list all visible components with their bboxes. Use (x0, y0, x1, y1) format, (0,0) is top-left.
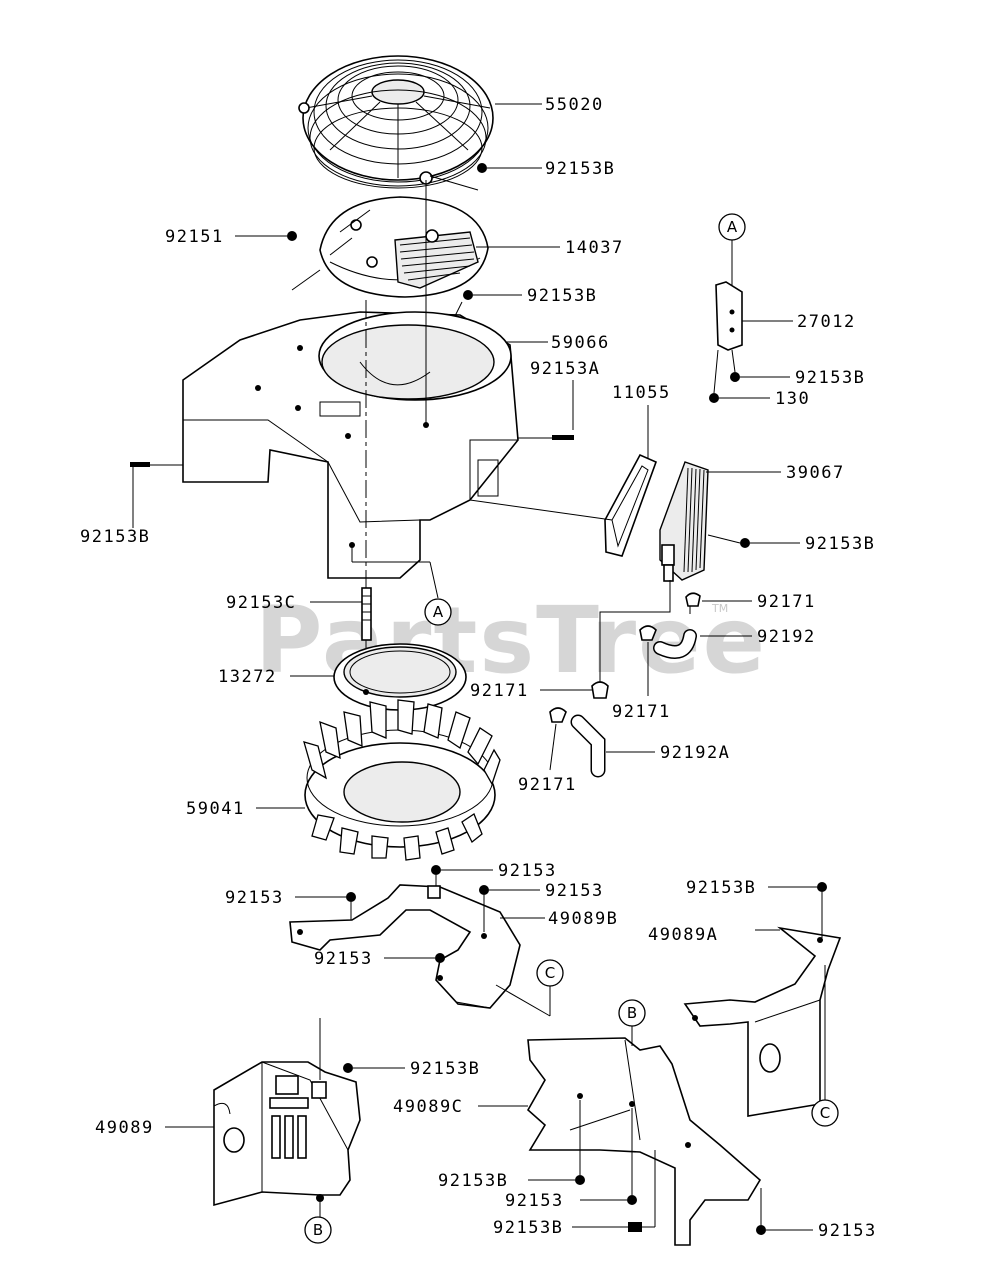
label-92153C: 92153C (226, 593, 296, 613)
label-92153B-p: 92153B (493, 1218, 563, 1238)
label-92153B-top: 92153B (545, 159, 615, 179)
hose-92192A (570, 714, 606, 778)
flywheel-fan-59041 (303, 699, 501, 861)
label-92192: 92192 (757, 627, 816, 647)
callout-c-49089A: C (811, 1099, 839, 1127)
label-92151: 92151 (165, 227, 224, 247)
hose-92192 (653, 629, 697, 659)
blower-housing-59066 (182, 311, 519, 579)
svg-text:A: A (433, 603, 444, 621)
callout-b-49089: B (304, 1216, 332, 1244)
oil-cooler-39067 (659, 461, 709, 582)
svg-text:B: B (313, 1221, 323, 1239)
label-11055: 11055 (612, 383, 671, 403)
svg-text:C: C (545, 964, 555, 982)
label-130: 130 (775, 389, 810, 409)
ring-13272 (333, 643, 467, 711)
label-59066: 59066 (551, 333, 610, 353)
svg-text:C: C (820, 1104, 830, 1122)
label-92171-c: 92171 (612, 702, 671, 722)
label-92153B-o: 92153B (438, 1171, 508, 1191)
clamp-92171-b (591, 681, 609, 699)
bracket-27012 (715, 281, 743, 351)
svg-text:B: B (627, 1004, 637, 1022)
label-92171-a: 92171 (757, 592, 816, 612)
label-49089C: 49089C (393, 1097, 463, 1117)
label-92153-e: 92153 (505, 1191, 564, 1211)
clamp-92171-a (685, 592, 701, 614)
label-59041: 59041 (186, 799, 245, 819)
label-92153B-left: 92153B (80, 527, 150, 547)
fan-screen-55020 (298, 55, 494, 189)
label-49089A: 49089A (648, 925, 718, 945)
shroud-49089A (683, 926, 842, 1117)
label-92153-b: 92153 (545, 881, 604, 901)
label-55020: 55020 (545, 95, 604, 115)
callout-a-bracket: A (718, 213, 746, 241)
clamp-92171-d (549, 707, 567, 723)
label-92153B-m: 92153B (686, 878, 756, 898)
label-13272: 13272 (218, 667, 277, 687)
shroud-49089B (289, 884, 521, 1009)
callout-a-housing: A (424, 598, 452, 626)
callout-c-shroud: C (536, 959, 564, 987)
label-92171-b: 92171 (470, 681, 529, 701)
callout-b-49089C: B (618, 999, 646, 1027)
label-92153-c: 92153 (225, 888, 284, 908)
stud-92153C (361, 587, 372, 641)
fan-cover-14037 (319, 196, 489, 298)
label-92153B-r1: 92153B (795, 368, 865, 388)
shroud-49089C (526, 1037, 762, 1246)
gasket-11055 (604, 453, 658, 557)
label-92153A: 92153A (530, 359, 600, 379)
clamp-92171-c (639, 625, 657, 641)
watermark-tm: TM (711, 602, 728, 615)
label-92153B-n: 92153B (410, 1059, 480, 1079)
label-39067: 39067 (786, 463, 845, 483)
shroud-49089 (213, 1061, 361, 1207)
label-14037: 14037 (565, 238, 624, 258)
label-92171-d: 92171 (518, 775, 577, 795)
label-92153-a: 92153 (498, 861, 557, 881)
label-92153-d: 92153 (314, 949, 373, 969)
label-92153B-a: 92153B (527, 286, 597, 306)
label-27012: 27012 (797, 312, 856, 332)
label-92153B-r2: 92153B (805, 534, 875, 554)
label-92192A: 92192A (660, 743, 730, 763)
label-49089B: 49089B (548, 909, 618, 929)
label-49089: 49089 (95, 1118, 154, 1138)
svg-text:A: A (727, 218, 738, 236)
label-92153-f: 92153 (818, 1221, 877, 1241)
